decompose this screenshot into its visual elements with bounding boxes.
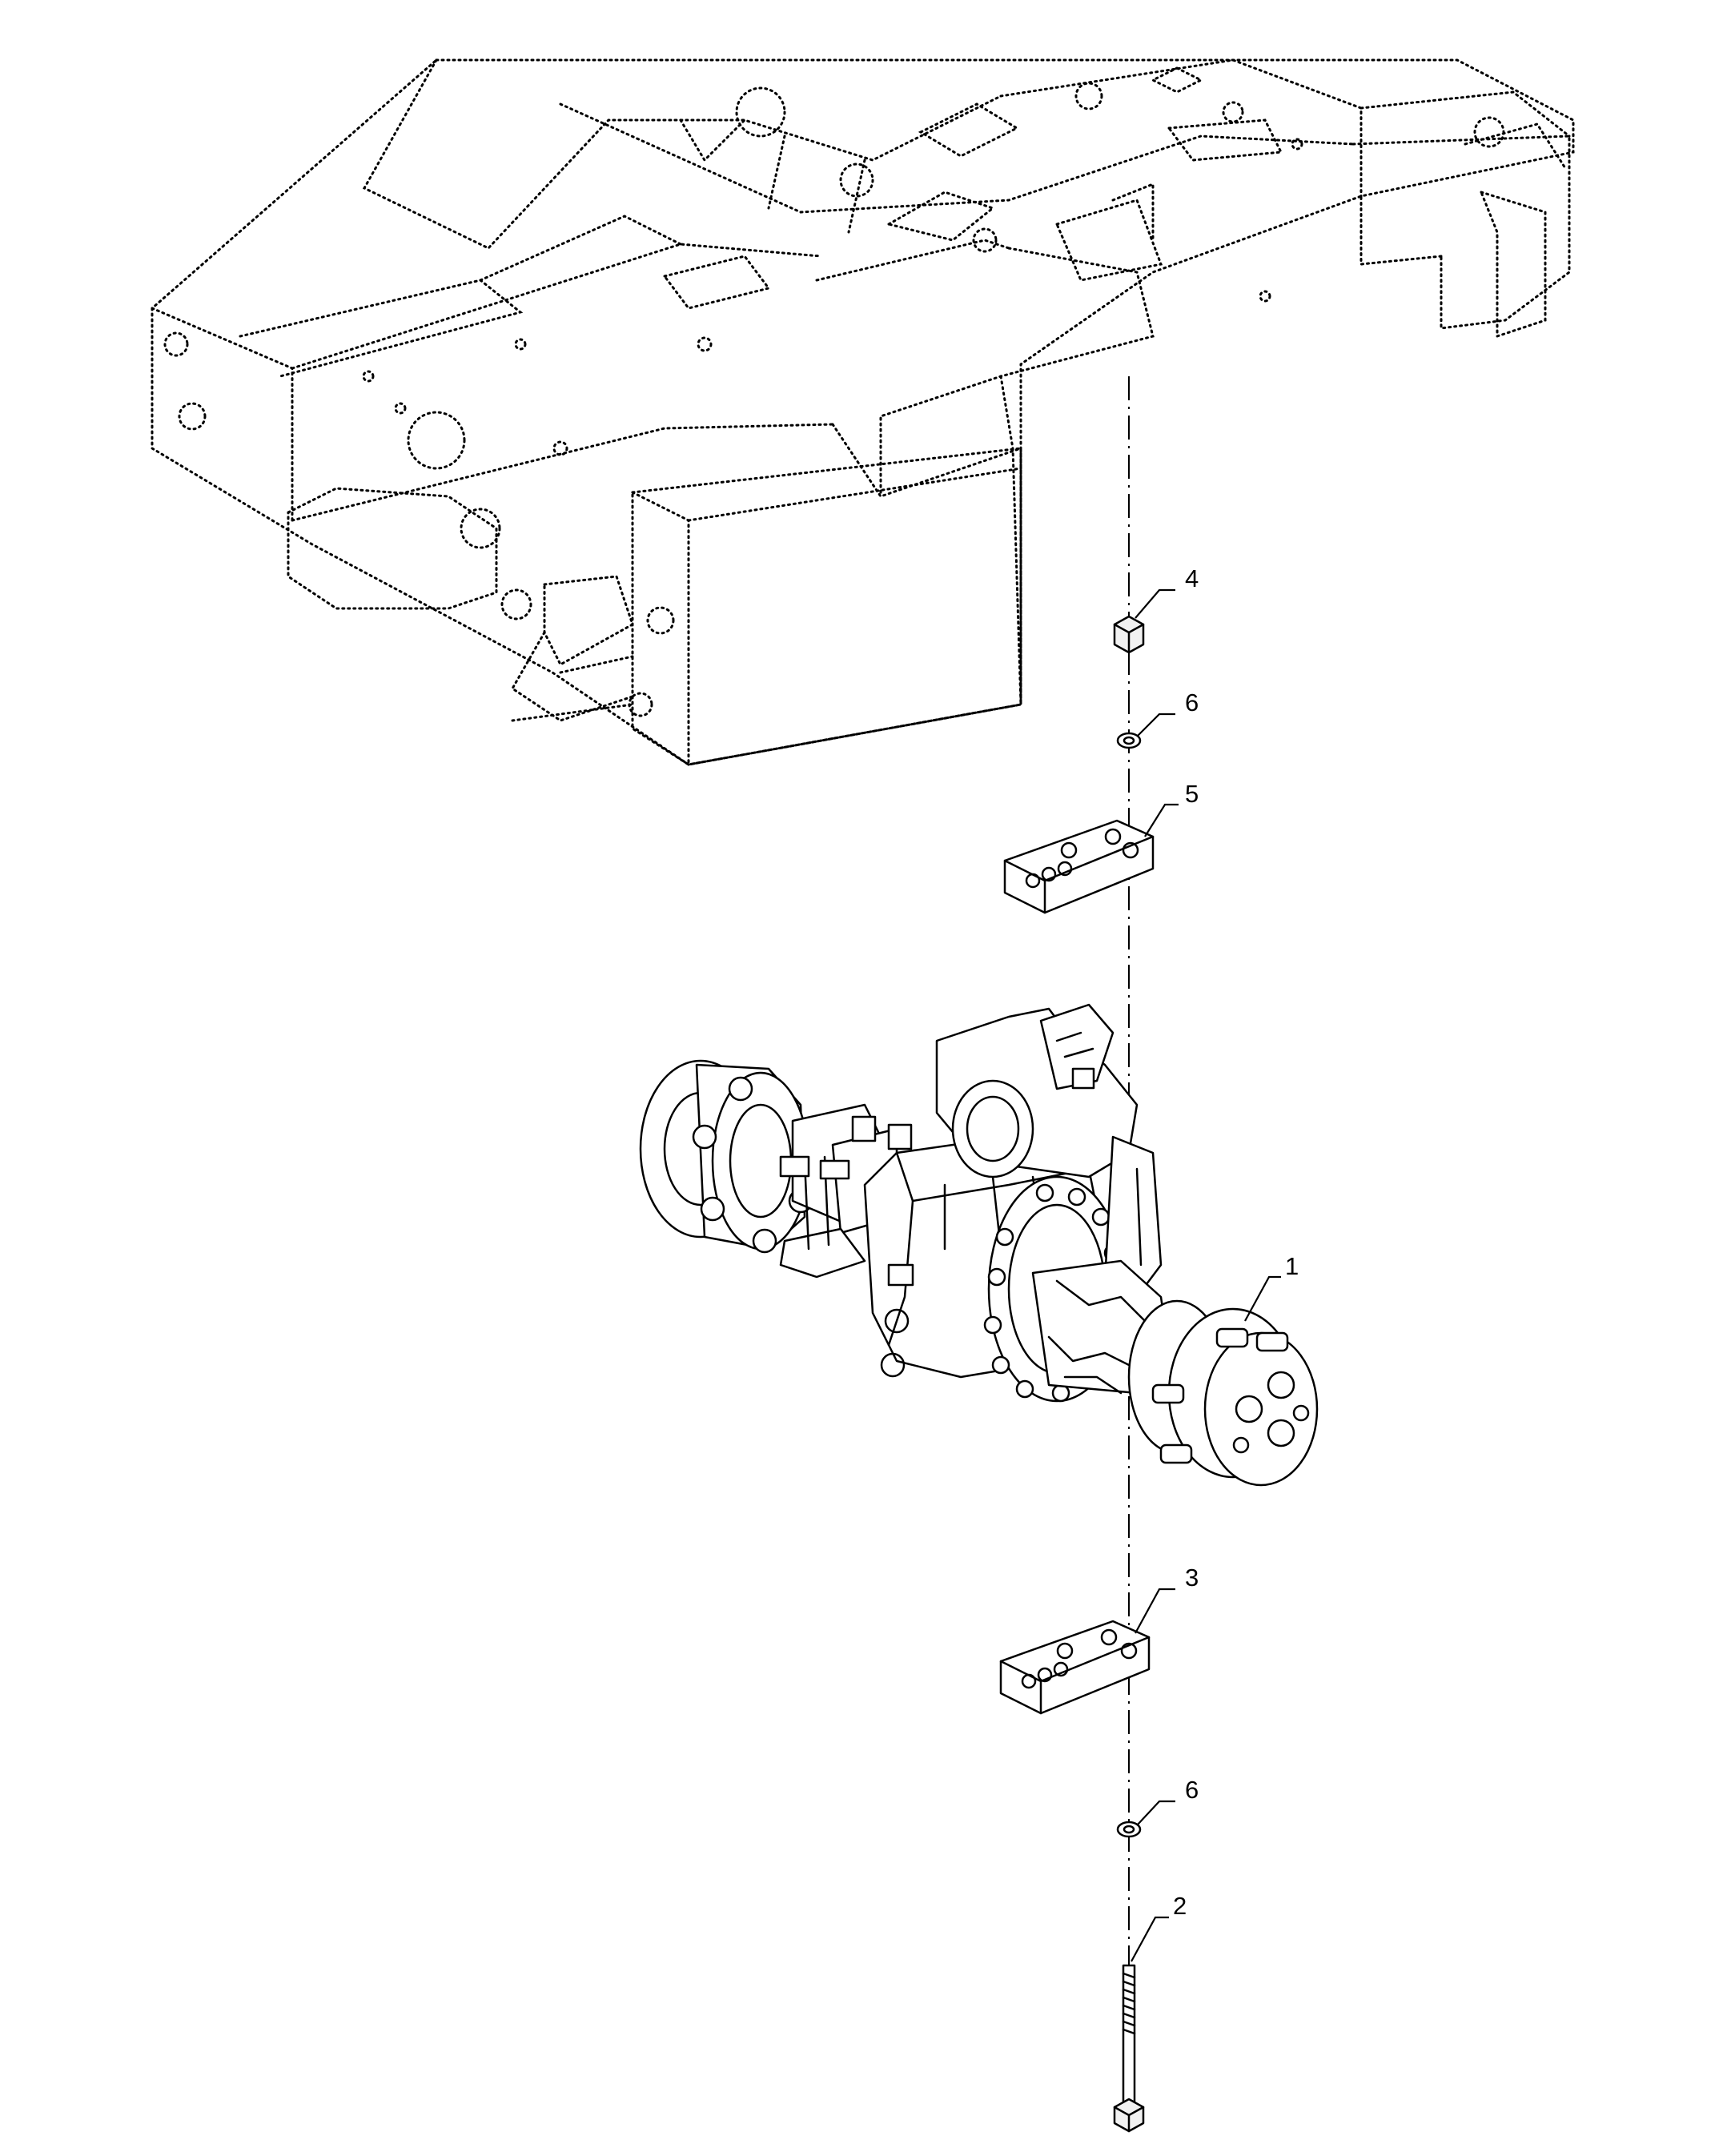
callout-6-upper: 6 [1136, 689, 1199, 737]
nut[interactable] [1113, 615, 1145, 654]
callout-label-3: 3 [1185, 1564, 1199, 1592]
callout-label-4: 4 [1185, 564, 1199, 592]
callout-4: 4 [1135, 564, 1199, 619]
callout-label-1: 1 [1285, 1252, 1299, 1280]
callout-5: 5 [1144, 780, 1199, 837]
upper-washer[interactable] [1116, 732, 1142, 749]
axle-assembly[interactable] [639, 1003, 1319, 1487]
upper-plate[interactable] [1003, 819, 1155, 914]
callout-1: 1 [1244, 1252, 1299, 1322]
callout-2: 2 [1131, 1892, 1187, 1962]
lower-washer[interactable] [1116, 1821, 1142, 1838]
callout-label-6-lower: 6 [1185, 1776, 1199, 1804]
callout-6-lower: 6 [1136, 1776, 1199, 1826]
callout-label-2: 2 [1173, 1892, 1187, 1920]
callout-label-6-upper: 6 [1185, 689, 1199, 717]
chassis-frame-outline [151, 58, 1575, 766]
bolt[interactable] [1113, 1964, 1145, 2133]
lower-plate[interactable] [999, 1620, 1151, 1715]
callout-3: 3 [1135, 1564, 1199, 1634]
callout-label-5: 5 [1185, 780, 1199, 808]
